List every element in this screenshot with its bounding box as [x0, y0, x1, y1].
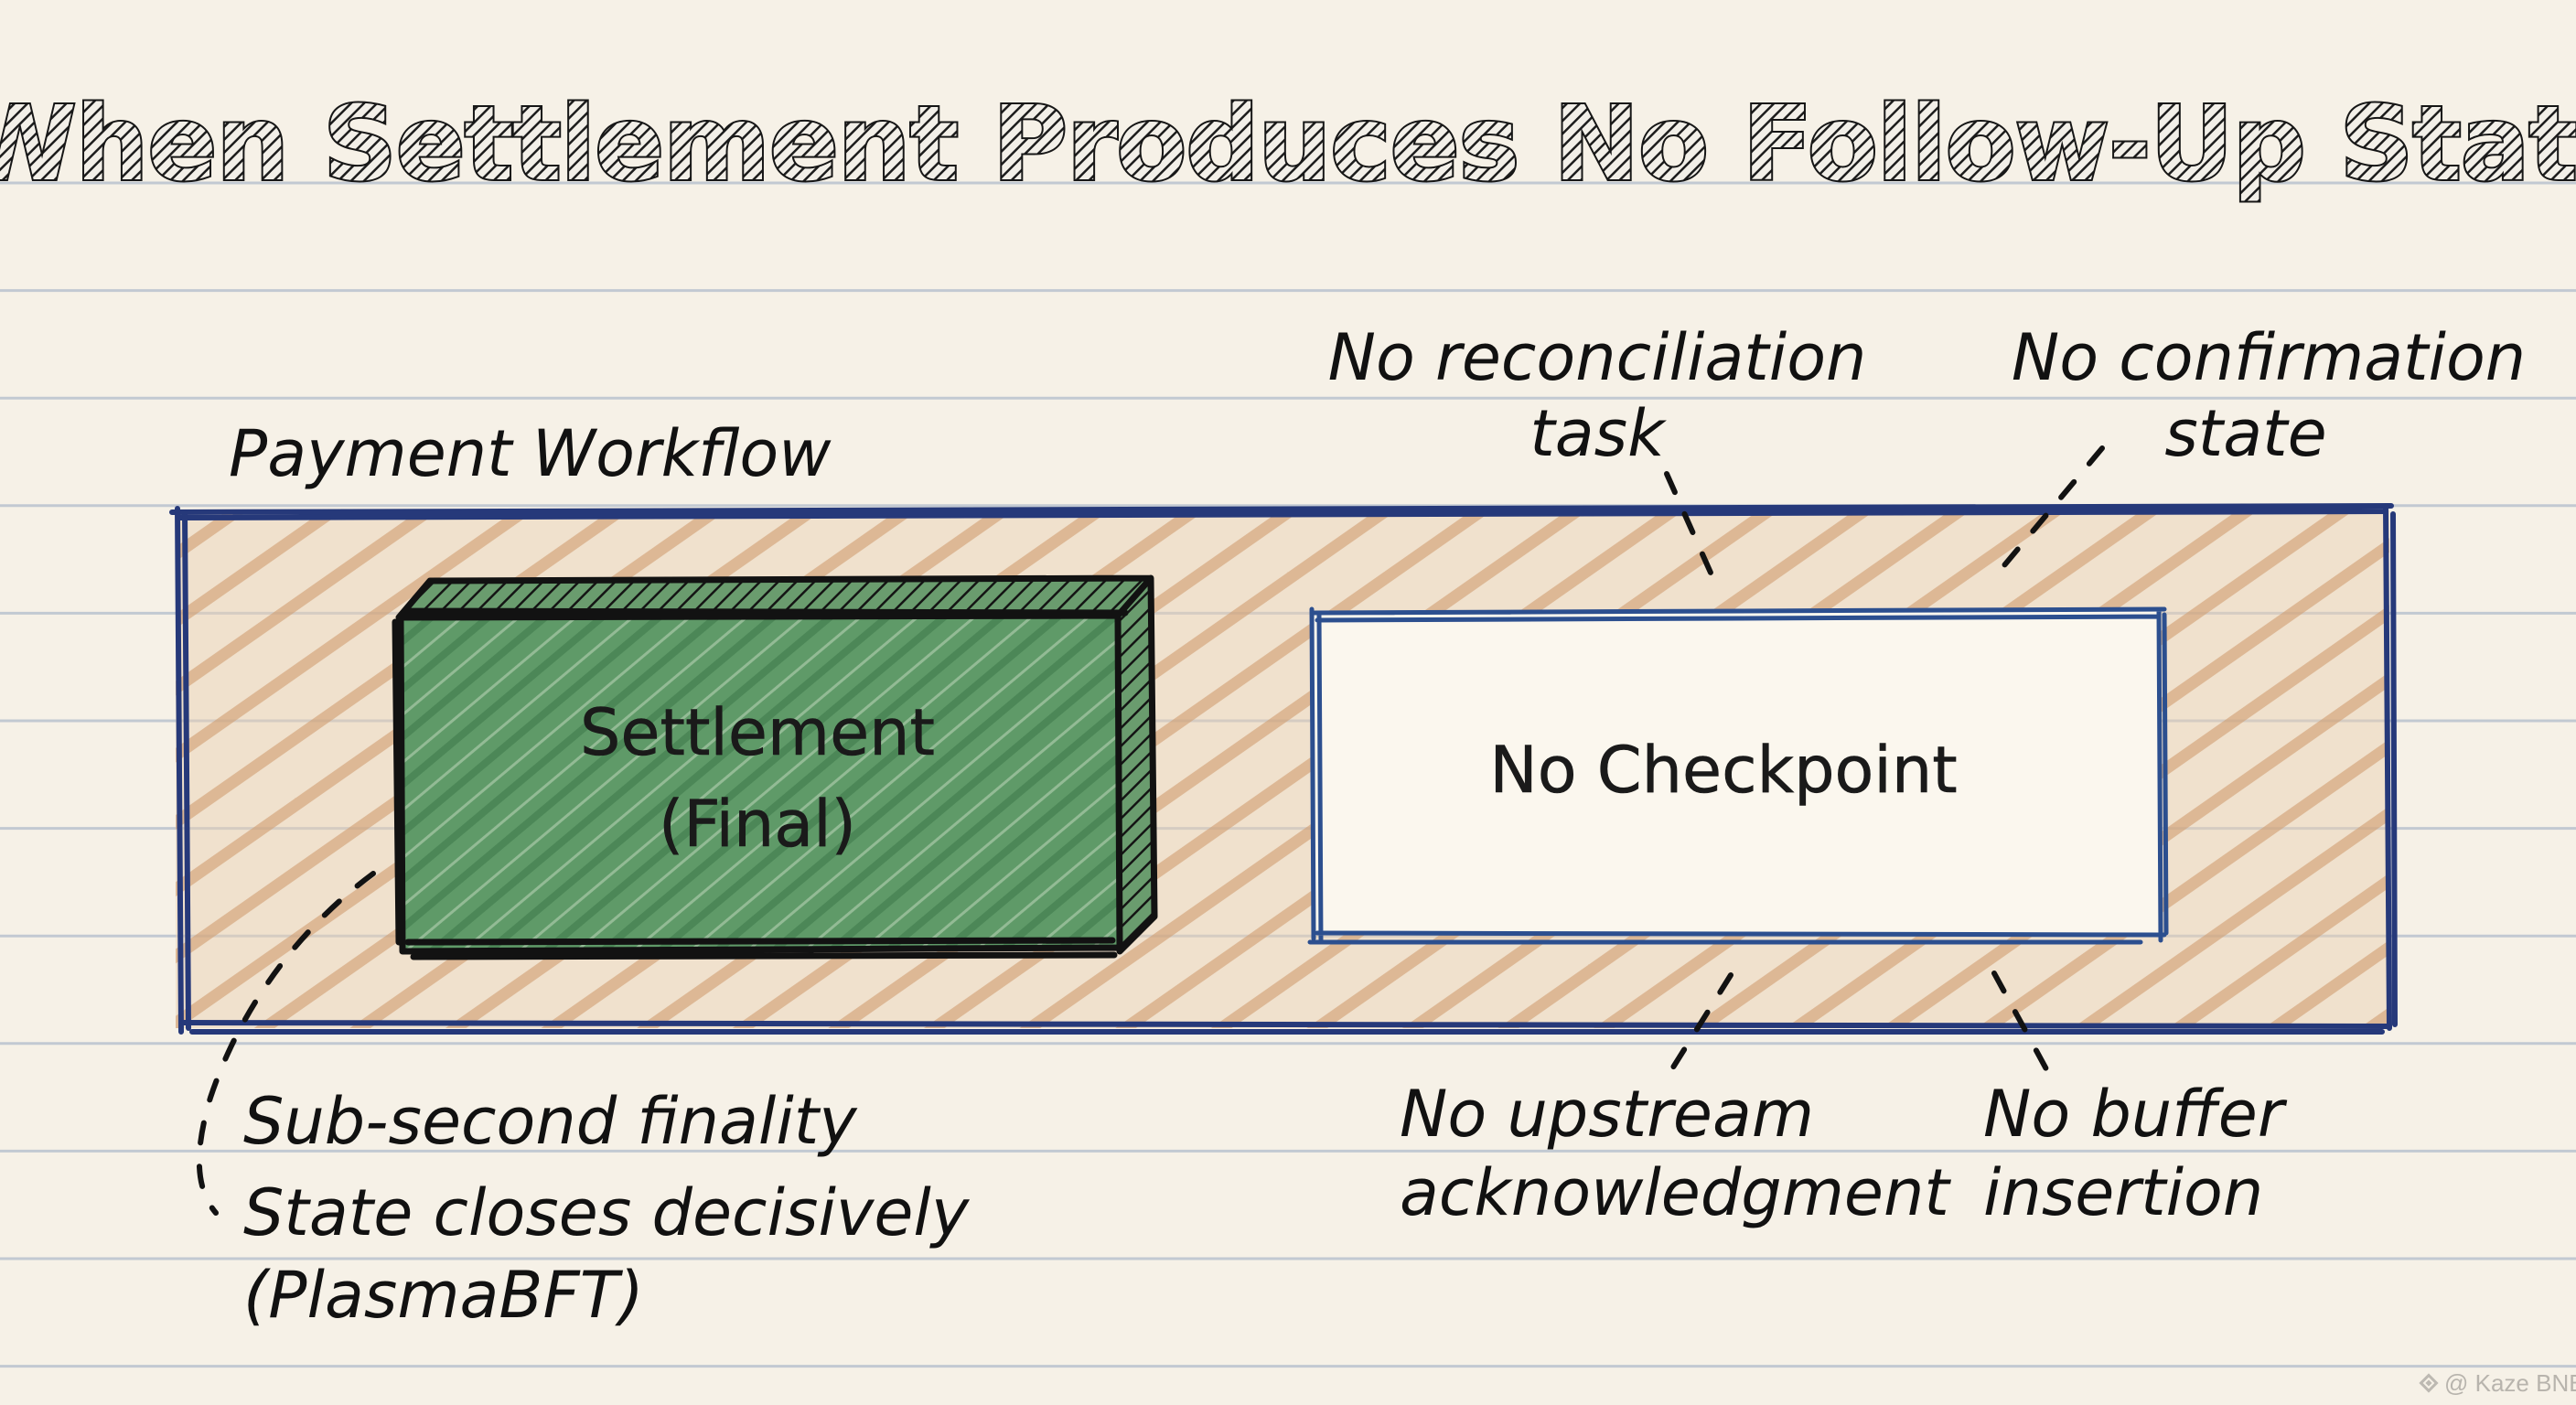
- callout-confirmation-line1: No confirmation: [2012, 320, 2526, 395]
- callout-confirmation-line2: state: [2164, 396, 2326, 471]
- binance-diamond-icon: [2419, 1373, 2439, 1393]
- settlement-note-plasmabft: (PlasmaBFT): [243, 1258, 644, 1333]
- watermark-text: @ Kaze BNB: [2444, 1369, 2576, 1397]
- settlement-box-side-bevel: [1118, 578, 1153, 951]
- settlement-box: Settlement (Final): [392, 574, 1158, 960]
- settlement-notes-leader: [196, 871, 376, 1216]
- callout-confirmation: No confirmation state: [1988, 320, 2526, 585]
- workflow-border-top: [169, 503, 2394, 520]
- callout-reconciliation-line1: No reconciliation: [1328, 320, 1867, 395]
- settlement-box-face: [401, 616, 1118, 950]
- workflow-border-right: [2383, 503, 2398, 1031]
- callout-reconciliation: No reconciliation task: [1328, 320, 1867, 592]
- workflow-border-left: [175, 506, 191, 1035]
- checkpoint-box-fill: [1312, 611, 2161, 935]
- settlement-label: Settlement: [580, 695, 935, 770]
- checkpoint-box-outline: [1307, 606, 2169, 945]
- page-title: When Settlement Produces No Follow-Up St…: [0, 85, 2576, 204]
- settlement-box-outline: [392, 574, 1158, 960]
- watermark: @ Kaze BNB: [2419, 1369, 2576, 1397]
- callout-buffer-line1: No buffer: [1983, 1077, 2288, 1152]
- callout-buffer-leader: [1991, 971, 2054, 1080]
- settlement-box-top-bevel: [399, 578, 1151, 616]
- settlement-sublabel: (Final): [659, 787, 856, 862]
- workflow-label: Payment Workflow: [229, 416, 832, 491]
- callout-reconciliation-leader: [1664, 471, 1721, 592]
- callout-upstream: No upstream acknowledgment: [1400, 972, 1951, 1230]
- callout-confirmation-leader: [1988, 445, 2105, 585]
- callout-reconciliation-line2: task: [1530, 396, 1667, 471]
- settlement-note-closes: State closes decisively: [243, 1175, 971, 1250]
- settlement-note-finality: Sub-second finality: [243, 1084, 858, 1159]
- callout-upstream-leader: [1664, 972, 1733, 1080]
- checkpoint-box: No Checkpoint: [1307, 606, 2169, 945]
- callout-buffer: No buffer insertion: [1983, 971, 2288, 1230]
- checkpoint-label: No Checkpoint: [1489, 733, 1957, 808]
- callout-upstream-line1: No upstream: [1400, 1077, 1814, 1152]
- settlement-notes: Sub-second finality State closes decisiv…: [196, 871, 971, 1333]
- callout-buffer-line2: insertion: [1983, 1155, 2263, 1230]
- callout-upstream-line2: acknowledgment: [1400, 1155, 1951, 1230]
